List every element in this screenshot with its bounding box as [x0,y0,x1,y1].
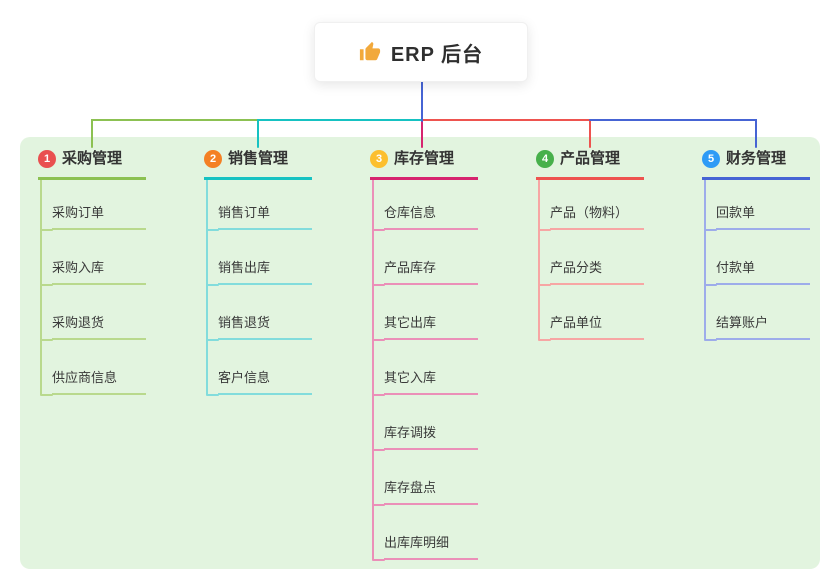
thumbs-up-icon [359,41,380,61]
branch-label: 产品管理 [560,150,621,167]
branch-title-1[interactable]: 1 采购管理 [38,148,146,180]
mindmap-canvas[interactable] [20,137,820,569]
child-node[interactable]: 产品库存 [384,259,478,285]
badge-2-icon: 2 [204,149,222,168]
badge-3-icon: 3 [370,149,388,168]
child-node[interactable]: 结算账户 [716,314,810,340]
branch-label: 销售管理 [228,150,289,167]
child-node[interactable]: 销售退货 [218,314,312,340]
badge-5-icon: 5 [702,149,720,168]
child-node[interactable]: 库存调拨 [384,424,478,450]
child-node[interactable]: 销售订单 [218,204,312,230]
child-node[interactable]: 其它入库 [384,369,478,395]
branch-sales: 2 销售管理 销售订单 销售出库 销售退货 客户信息 [204,148,312,395]
branch-finance: 5 财务管理 回款单 付款单 结算账户 [702,148,810,340]
badge-4-icon: 4 [536,149,554,168]
child-node[interactable]: 采购入库 [52,259,146,285]
branch-label: 库存管理 [394,150,455,167]
child-node[interactable]: 销售出库 [218,259,312,285]
branch-title-3[interactable]: 3 库存管理 [370,148,478,180]
child-node[interactable]: 产品（物料） [550,204,644,230]
child-node[interactable]: 回款单 [716,204,810,230]
child-node[interactable]: 付款单 [716,259,810,285]
child-node[interactable]: 产品单位 [550,314,644,340]
child-node[interactable]: 采购退货 [52,314,146,340]
branch-product: 4 产品管理 产品（物料） 产品分类 产品单位 [536,148,644,340]
root-node[interactable]: ERP 后台 [314,22,528,82]
child-node[interactable]: 其它出库 [384,314,478,340]
root-label: ERP 后台 [390,43,484,66]
branch-purchase: 1 采购管理 采购订单 采购入库 采购退货 供应商信息 [38,148,146,395]
badge-1-icon: 1 [38,149,56,168]
child-node[interactable]: 客户信息 [218,369,312,395]
child-node[interactable]: 采购订单 [52,204,146,230]
child-node[interactable]: 库存盘点 [384,479,478,505]
child-node[interactable]: 仓库信息 [384,204,478,230]
branch-title-5[interactable]: 5 财务管理 [702,148,810,180]
branch-title-4[interactable]: 4 产品管理 [536,148,644,180]
child-node[interactable]: 产品分类 [550,259,644,285]
branch-inventory: 3 库存管理 仓库信息 产品库存 其它出库 其它入库 库存调拨 库存盘点 出库库… [370,148,478,560]
branch-label: 采购管理 [62,150,123,167]
child-node[interactable]: 供应商信息 [52,369,146,395]
branch-title-2[interactable]: 2 销售管理 [204,148,312,180]
child-node[interactable]: 出库库明细 [384,534,478,560]
branch-label: 财务管理 [726,150,787,167]
